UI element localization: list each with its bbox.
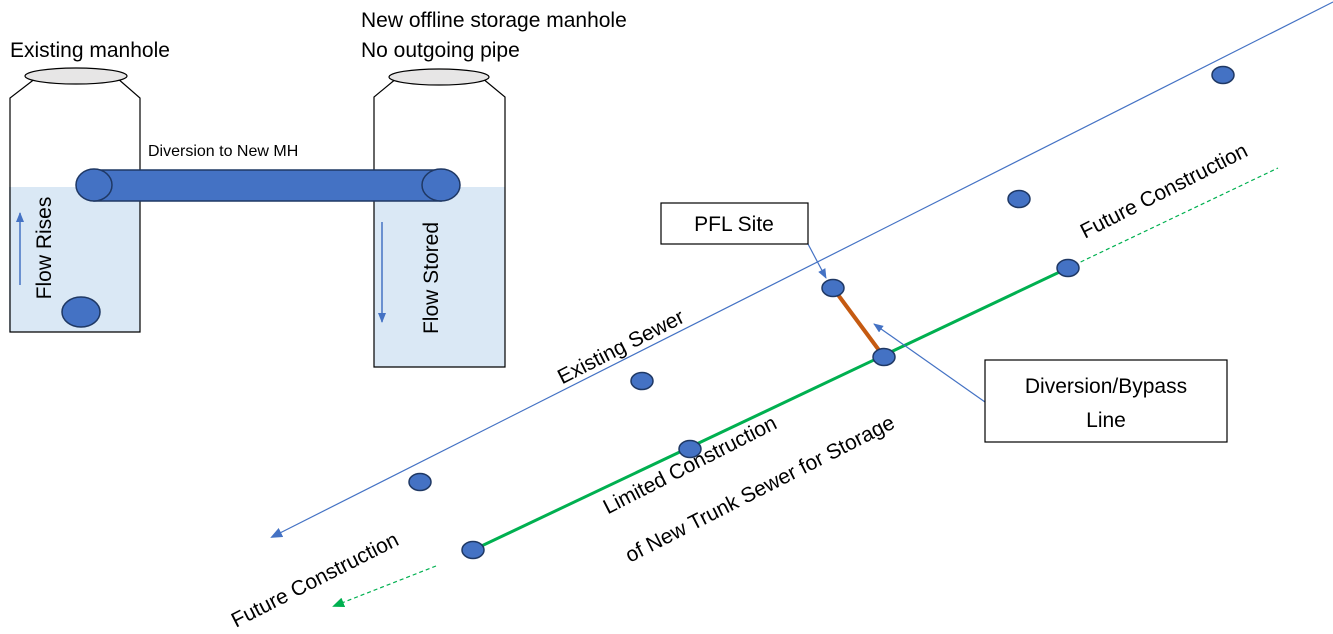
- pfl-site-manhole: [821, 278, 845, 298]
- bypass-manhole: [872, 347, 896, 367]
- new-storage-manhole: [373, 68, 506, 368]
- existing-sewer-line: [270, 1, 1333, 538]
- flow-rises-label: Flow Rises: [33, 197, 56, 300]
- diversion-bypass-label-line2: Line: [1086, 409, 1126, 432]
- diversion-pipe-label: Diversion to New MH: [148, 143, 298, 160]
- existing-sewer-label: Existing Sewer: [554, 305, 688, 389]
- manhole-node: [461, 540, 485, 560]
- diversion-pipe-inlet: [75, 168, 113, 202]
- future-trunk-extension-lower: [332, 565, 437, 608]
- new-storage-manhole-water: [374, 187, 505, 367]
- new-trunk-sewer-line: [472, 266, 1069, 552]
- future-trunk-extension-upper: [1067, 167, 1279, 269]
- new-storage-label-line2: No outgoing pipe: [361, 39, 520, 62]
- manhole-node: [630, 371, 654, 391]
- manhole-node: [1007, 189, 1031, 209]
- pfl-site-label: PFL Site: [694, 213, 774, 236]
- future-construction-upper-label: Future Construction: [1077, 139, 1252, 243]
- manhole-node: [1211, 65, 1235, 85]
- manhole-node: [408, 472, 432, 492]
- existing-manhole-outlet-pipe: [61, 296, 101, 328]
- manhole-node: [678, 439, 702, 459]
- diversion-pipe-body: [93, 169, 442, 202]
- diversion-pipe-outlet: [421, 168, 461, 202]
- diversion-bypass-box: [984, 359, 1228, 443]
- existing-manhole-outline: [9, 77, 141, 333]
- pfl-site-callout: PFL Site: [660, 202, 827, 279]
- diversion-bypass-label-line1: Diversion/Bypass: [1025, 375, 1187, 398]
- pfl-site-pointer: [807, 243, 827, 279]
- new-storage-manhole-lid: [388, 68, 490, 86]
- new-storage-label-line1: New offline storage manhole: [361, 9, 627, 32]
- new-storage-manhole-outline: [373, 77, 506, 368]
- existing-sewer-manholes: [408, 65, 1235, 492]
- existing-manhole-label: Existing manhole: [10, 39, 170, 62]
- diversion-bypass-callout: Diversion/Bypass Line: [873, 323, 1228, 443]
- future-construction-lower-label: Future Construction: [228, 528, 403, 632]
- existing-manhole-lid: [24, 67, 128, 85]
- diversion-bypass-pointer: [873, 323, 986, 403]
- flow-stored-label: Flow Stored: [420, 222, 443, 334]
- new-trunk-manholes: [461, 258, 1080, 560]
- diversion-pipe: [75, 168, 461, 202]
- diversion-bypass-line: [831, 286, 886, 359]
- existing-manhole: [9, 67, 141, 333]
- manhole-node: [1056, 258, 1080, 278]
- pfl-site-box: [660, 202, 809, 245]
